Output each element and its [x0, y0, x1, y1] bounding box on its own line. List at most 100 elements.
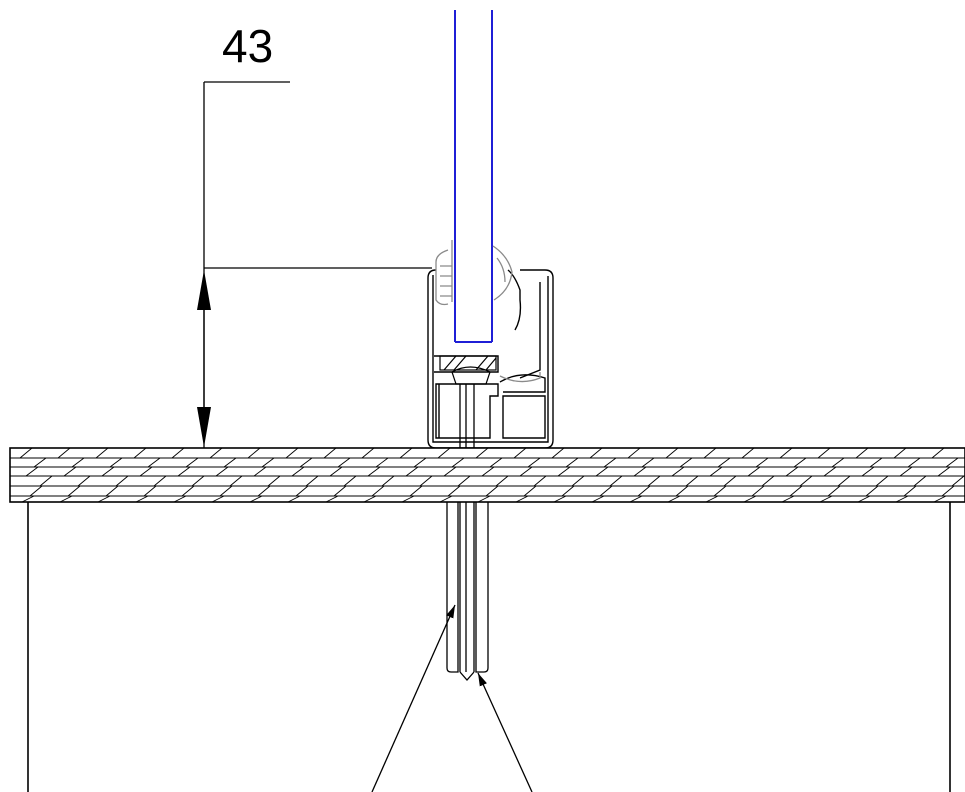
board-hatch-stroke: [827, 485, 841, 497]
board-hatch-stroke: [381, 475, 395, 487]
board-hatch-stroke: [755, 457, 769, 468]
board-hatch-stroke: [101, 466, 115, 477]
board-hatch-stroke: [527, 457, 541, 468]
screw: [459, 384, 475, 681]
board-hatch-stroke: [799, 475, 813, 487]
board-hatch-stroke: [685, 475, 699, 487]
board-hatch-stroke: [937, 466, 951, 477]
board-hatch-stroke: [29, 485, 43, 497]
board-hatch-stroke: [261, 457, 275, 468]
board-hatch-stroke: [565, 457, 579, 468]
board-hatch-stroke: [713, 485, 727, 497]
dimension-arrows: [197, 270, 211, 447]
board-hatch-stroke: [513, 448, 527, 459]
board-hatch-stroke: [77, 475, 91, 487]
board-hatch-stroke: [413, 457, 427, 468]
board-hatch-stroke: [523, 485, 537, 497]
board-hatch-stroke: [257, 485, 271, 497]
board-hatch-stroke: [855, 448, 869, 459]
board-hatch-stroke: [105, 485, 119, 497]
board-hatch-stroke: [249, 495, 263, 502]
board-hatch-stroke: [71, 457, 85, 468]
board-hatch-stroke: [153, 475, 167, 487]
board-hatch-stroke: [325, 495, 339, 502]
board-hatch-stroke: [63, 466, 77, 477]
board-hatch-stroke: [951, 475, 965, 487]
board-hatch-stroke: [595, 466, 609, 477]
board-hatch-stroke: [893, 448, 907, 459]
board-hatch-stroke: [219, 485, 233, 497]
board-hatch-stroke: [679, 457, 693, 468]
board-hatch-stroke: [675, 485, 689, 497]
board-hatch-stroke: [571, 475, 585, 487]
board-hatch-stroke: [95, 448, 109, 459]
board-hatch-stroke: [599, 485, 613, 497]
board-hatch-stroke: [875, 475, 889, 487]
board-hatch-stroke: [717, 457, 731, 468]
board-hatch-stroke: [191, 475, 205, 487]
board-hatch-stroke: [209, 448, 223, 459]
board-hatch-stroke: [785, 466, 799, 477]
board-hatch-stroke: [447, 485, 461, 497]
setting-block: [439, 355, 497, 385]
board-hatch-stroke: [865, 485, 879, 497]
board-hatch-stroke: [747, 466, 761, 477]
board-hatch-stroke: [147, 457, 161, 468]
board-hatch-stroke: [139, 466, 153, 477]
board-hatch-stroke: [19, 448, 33, 459]
board-hatch-stroke: [781, 495, 795, 502]
board-hatch-stroke: [223, 457, 237, 468]
board-hatch-stroke: [551, 448, 565, 459]
board-hatch-stroke: [603, 457, 617, 468]
board-hatch-stroke: [287, 495, 301, 502]
board-hatch-stroke: [185, 457, 199, 468]
gasket: [435, 240, 541, 383]
board-hatch-stroke: [299, 457, 313, 468]
board-hatch-stroke: [267, 475, 281, 487]
anchor-plug: [446, 502, 489, 673]
board-hatch-stroke: [133, 448, 147, 459]
board-hatch-stroke: [329, 466, 343, 477]
board-hatch-stroke: [895, 495, 909, 502]
board-hatch-stroke: [371, 485, 385, 497]
board-hatch-stroke: [439, 495, 453, 502]
board-hatch-stroke: [399, 448, 413, 459]
board-hatch-stroke: [945, 457, 959, 468]
board-hatch-stroke: [367, 466, 381, 477]
board-hatch-stroke: [793, 457, 807, 468]
board-hatch-stroke: [899, 466, 913, 477]
board-hatch-stroke: [819, 495, 833, 502]
board-hatch-stroke: [629, 495, 643, 502]
board-hatch-stroke: [933, 495, 947, 502]
board-hatch-stroke: [135, 495, 149, 502]
board-hatch-stroke: [823, 466, 837, 477]
dimension-label: 43: [222, 20, 273, 72]
board-hatch-stroke: [591, 495, 605, 502]
board-hatch-stroke: [173, 495, 187, 502]
board-hatch-stroke: [67, 485, 81, 497]
board-hatch-stroke: [641, 457, 655, 468]
board-hatch-stroke: [709, 466, 723, 477]
board-hatch-stroke: [285, 448, 299, 459]
board-hatch-stroke: [409, 485, 423, 497]
board-hatch-stroke: [589, 448, 603, 459]
board-hatch-stroke: [751, 485, 765, 497]
board-hatch-stroke: [903, 485, 917, 497]
board-hatch-stroke: [779, 448, 793, 459]
board-hatch-stroke: [109, 457, 123, 468]
floor-board: [9, 447, 965, 503]
board-hatch-stroke: [115, 475, 129, 487]
board-hatch-stroke: [143, 485, 157, 497]
board-hatch-stroke: [323, 448, 337, 459]
board-hatch-stroke: [705, 495, 719, 502]
board-hatch-stroke: [253, 466, 267, 477]
board-hatch-stroke: [789, 485, 803, 497]
board-hatch-stroke: [489, 457, 503, 468]
dimension-lines: [203, 81, 432, 448]
board-hatch-stroke: [451, 457, 465, 468]
board-hatch-stroke: [57, 448, 71, 459]
board-hatch-stroke: [633, 466, 647, 477]
board-hatch-stroke: [295, 485, 309, 497]
board-hatch-stroke: [305, 475, 319, 487]
